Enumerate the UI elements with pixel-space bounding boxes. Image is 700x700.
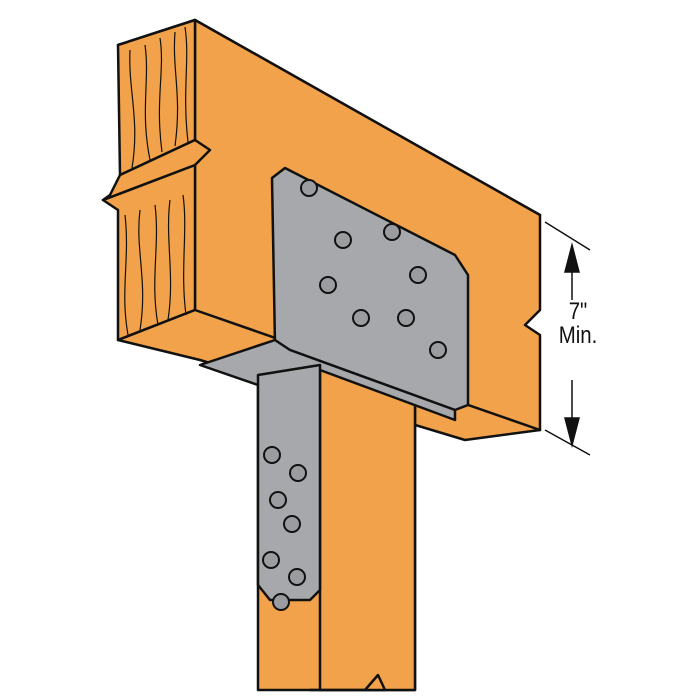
- steel-post-strap: [256, 363, 322, 602]
- beam-break: [101, 138, 212, 202]
- wood-grain: [124, 26, 189, 336]
- arrow-up-icon: [564, 242, 580, 273]
- post-side-face: [318, 363, 417, 692]
- post-break: [308, 673, 387, 692]
- dimension-value: 7": [568, 298, 588, 325]
- dimension-qualifier: Min.: [558, 322, 598, 349]
- arrow-down-icon: [564, 417, 580, 448]
- bolt-group: [262, 179, 447, 611]
- dimension-marker: [544, 221, 591, 456]
- dimension-label: 7" Min.: [553, 300, 604, 348]
